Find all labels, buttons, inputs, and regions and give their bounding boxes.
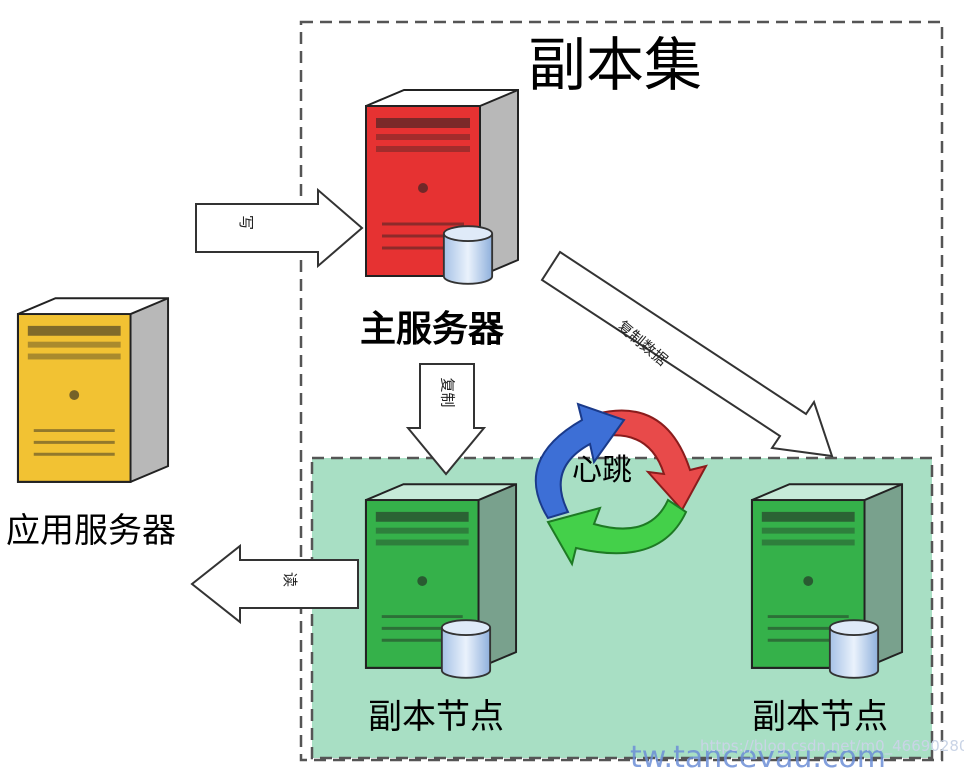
replica-database-1-icon — [440, 619, 492, 679]
heartbeat-arrow-blue — [534, 402, 626, 520]
copy-data-arrow — [540, 250, 834, 458]
replica-node-1-label: 副本节点 — [368, 697, 504, 737]
read-label: 读 — [281, 571, 300, 588]
primary-server-icon — [364, 88, 520, 278]
app-server-icon — [16, 296, 170, 484]
copy-arrow — [405, 363, 487, 476]
diagram-title: 副本集 — [528, 31, 703, 99]
primary-server-label: 主服务器 — [360, 309, 505, 350]
heartbeat-arrow-green — [546, 498, 688, 567]
copy-label: 复制 — [438, 377, 457, 408]
replica-database-2-icon — [828, 619, 880, 679]
replica-set-boundary — [299, 20, 944, 762]
primary-database-icon — [442, 225, 494, 285]
read-arrow — [190, 543, 359, 625]
heartbeat-cycle-icon — [534, 402, 708, 567]
replica-server-2-icon — [750, 482, 904, 670]
write-label: 写 — [237, 214, 256, 231]
replica-node-2-label: 副本节点 — [752, 697, 888, 737]
watermark-url: https://blog.csdn.net/m0_46690280 — [700, 737, 964, 755]
heartbeat-arrow-red — [594, 409, 708, 512]
heartbeat-label: 心跳 — [572, 453, 632, 488]
write-arrow — [195, 187, 364, 269]
app-server-label: 应用服务器 — [6, 511, 176, 551]
